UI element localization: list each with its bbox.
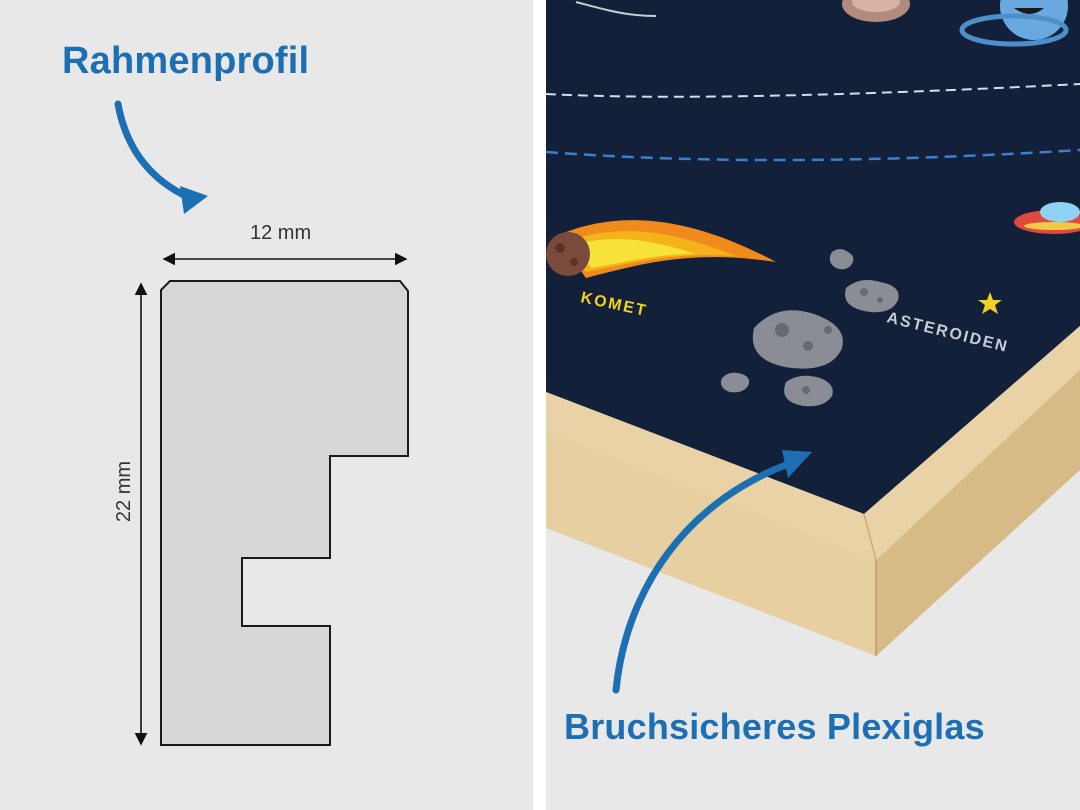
curved-arrow-icon (612, 458, 798, 694)
poster-surface (546, 0, 1080, 514)
plexiglass-panel: KOMET ASTEROIDEN (546, 0, 1080, 810)
comet-icon (546, 220, 776, 278)
frame-profile-drawing (114, 100, 409, 746)
planet-icon (959, 0, 1069, 47)
frame-front-face (546, 430, 876, 656)
frame-miter-line (863, 513, 877, 561)
frame-profile-panel: Rahmenprofil 12 mm 22 mm (0, 0, 533, 810)
star-icon (978, 292, 1002, 314)
width-label: 12 mm (250, 222, 312, 244)
asteroid-icon (829, 249, 854, 270)
asteroid-icon (752, 310, 843, 369)
ufo-icon (1014, 202, 1080, 234)
orbit-line-white (546, 83, 1080, 98)
asteroid-icon (721, 372, 750, 393)
asteroid-icon (845, 280, 899, 313)
asteroid-icon (784, 375, 833, 407)
frame-top-face (546, 326, 1080, 560)
height-label: 22 mm (113, 460, 136, 523)
panel-divider (533, 0, 546, 810)
curved-arrow-icon (114, 100, 194, 202)
planet-icon (842, 0, 910, 22)
frame-profile-title: Rahmenprofil (62, 40, 310, 82)
plexiglass-title: Bruchsicheres Plexiglas (564, 706, 985, 747)
orbit-line-top (575, 1, 657, 17)
curved-arrow-head-icon (782, 450, 812, 478)
frame-profile-shape (160, 280, 409, 746)
poster-frame-illustration: KOMET ASTEROIDEN (546, 0, 1080, 694)
curved-arrow-head-icon (180, 186, 208, 214)
orbit-line-blue (546, 148, 1080, 162)
frame-side-face (876, 370, 1080, 656)
